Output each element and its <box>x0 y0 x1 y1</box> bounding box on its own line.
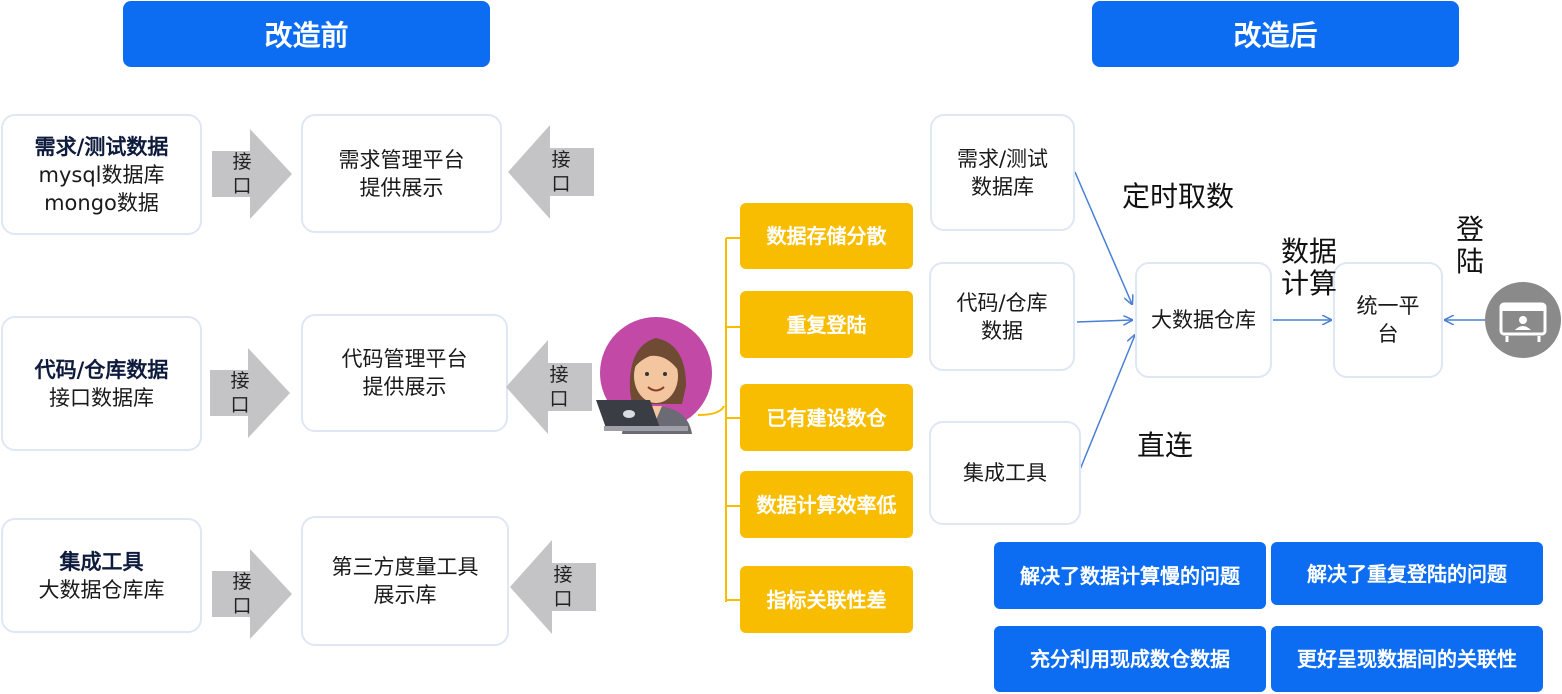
interface-arrow-left: 接口 <box>510 540 596 634</box>
problem-item: 已有建设数仓 <box>740 384 913 451</box>
platform-line: 提供展示 <box>359 175 444 200</box>
arrow-label: 接口 <box>232 571 252 617</box>
label-login: 登陆 <box>1455 213 1484 278</box>
interface-arrow-right: 接口 <box>210 348 290 438</box>
interface-arrow-right: 接口 <box>212 129 292 219</box>
result-item: 解决了重复登陆的问题 <box>1271 542 1543 605</box>
problem-item: 重复登陆 <box>740 291 913 358</box>
arrow-label: 接口 <box>549 364 569 410</box>
unified-platform-box: 统一平台 <box>1333 262 1443 378</box>
result-item: 解决了数据计算慢的问题 <box>994 542 1266 609</box>
source-line: 大数据仓库库 <box>38 577 165 602</box>
problem-item: 指标关联性差 <box>740 566 913 633</box>
arrow-label: 接口 <box>551 149 571 195</box>
platform-line: 第三方度量工具 <box>331 555 479 579</box>
interface-arrow-left: 接口 <box>508 125 594 219</box>
after-source-integration: 集成工具 <box>929 421 1081 525</box>
problem-bracket <box>697 237 742 602</box>
platform-box-requirements: 需求管理平台 提供展示 <box>301 114 502 233</box>
source-title: 集成工具 <box>59 549 144 574</box>
header-before: 改造前 <box>123 1 490 67</box>
after-source-label: 代码/仓库数据 <box>956 290 1048 343</box>
source-box-requirements: 需求/测试数据 mysql数据库 mongo数据 <box>1 114 202 235</box>
source-box-integration: 集成工具 大数据仓库库 <box>1 518 202 633</box>
big-data-warehouse-box: 大数据仓库 <box>1135 262 1272 378</box>
platform-label: 统一平台 <box>1356 294 1420 346</box>
left-arrow-icon <box>506 340 592 434</box>
after-source-code: 代码/仓库数据 <box>929 262 1075 371</box>
arrow-label: 接口 <box>230 370 250 416</box>
result-item: 充分利用现成数仓数据 <box>994 626 1266 692</box>
after-source-label: 需求/测试数据库 <box>956 146 1049 199</box>
after-source-label: 集成工具 <box>963 461 1047 485</box>
platform-line: 展示库 <box>373 583 437 607</box>
result-item: 更好呈现数据间的关联性 <box>1271 626 1543 692</box>
interface-arrow-right: 接口 <box>212 549 292 639</box>
platform-line: 代码管理平台 <box>341 347 468 371</box>
problem-item: 数据存储分散 <box>740 203 913 269</box>
right-arrow-icon <box>212 129 292 219</box>
problem-item: 数据计算效率低 <box>740 471 913 538</box>
source-box-code: 代码/仓库数据 接口数据库 <box>1 316 202 451</box>
label-scheduled-fetch: 定时取数 <box>1122 180 1235 213</box>
header-after: 改造后 <box>1092 1 1459 67</box>
warehouse-label: 大数据仓库 <box>1151 308 1256 332</box>
user-with-laptop-icon <box>596 317 712 434</box>
platform-line: 需求管理平台 <box>338 147 465 172</box>
source-line: mysql数据库 <box>38 162 165 187</box>
source-line: mongo数据 <box>44 190 159 215</box>
left-arrow-icon <box>510 540 596 634</box>
platform-line: 提供展示 <box>362 375 447 399</box>
label-direct-connect: 直连 <box>1137 429 1194 462</box>
login-terminal-icon <box>1485 282 1561 358</box>
label-data-compute: 数据计算 <box>1280 235 1337 300</box>
user-avatar <box>594 316 724 436</box>
arrow-label: 接口 <box>232 151 252 197</box>
arrow-label: 接口 <box>553 564 573 610</box>
interface-arrow-left: 接口 <box>506 340 592 434</box>
left-arrow-icon <box>508 125 594 219</box>
right-arrow-icon <box>212 549 292 639</box>
source-line: 接口数据库 <box>49 385 154 410</box>
platform-box-code: 代码管理平台 提供展示 <box>301 314 508 432</box>
after-source-requirements: 需求/测试数据库 <box>930 114 1075 231</box>
source-title: 需求/测试数据 <box>34 134 169 159</box>
source-title: 代码/仓库数据 <box>34 357 169 382</box>
right-arrow-icon <box>210 348 290 438</box>
platform-box-thirdparty: 第三方度量工具 展示库 <box>301 516 509 646</box>
